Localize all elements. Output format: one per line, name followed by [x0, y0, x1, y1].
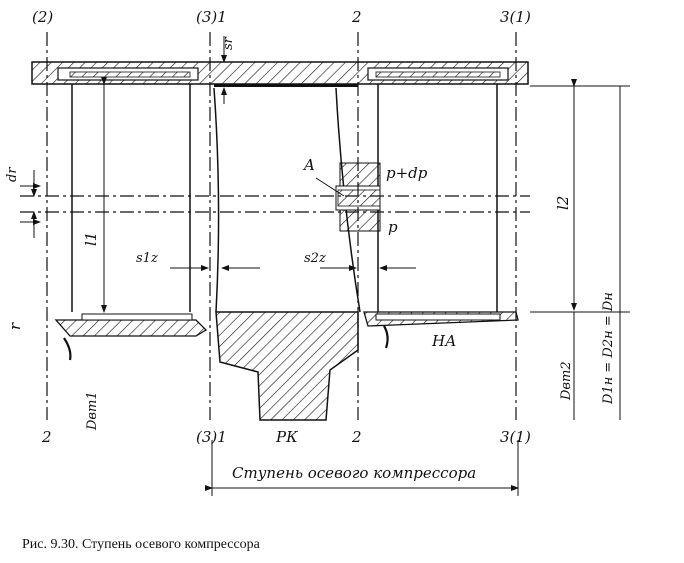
element-A	[315, 162, 381, 232]
label-l2: l2	[554, 196, 572, 210]
guide-vane-right	[377, 84, 498, 312]
label-sec-top-31r: 3(1)	[500, 8, 531, 26]
outer-casing	[31, 61, 529, 87]
label-sec-top-31: (3)1	[196, 8, 227, 26]
label-HA: НА	[431, 332, 456, 350]
label-sec-bot-31: (3)1	[196, 428, 227, 446]
label-s2z: s2z	[304, 251, 326, 266]
label-sr: sr	[221, 36, 236, 50]
label-A: A	[302, 156, 315, 174]
label-PK: РК	[275, 428, 298, 446]
label-sec-top-2: 2	[351, 8, 362, 26]
figure-caption: Рис. 9.30. Ступень осевого компрессора	[22, 537, 260, 552]
label-sec-bot-2: 2	[351, 428, 362, 446]
label-D-vt2: Dвт2	[559, 361, 574, 401]
label-l1: l1	[82, 232, 100, 246]
guide-vane-left	[71, 84, 191, 312]
label-sec-top-left: (2)	[32, 8, 53, 26]
label-D-vt1: Dвт1	[85, 391, 100, 431]
label-p-dp: p+dp	[386, 164, 428, 182]
inner-shroud-right	[363, 311, 519, 349]
label-r: r	[6, 322, 24, 330]
label-dr: dr	[5, 167, 20, 182]
label-p: p	[388, 218, 398, 236]
label-sec-bot-left: 2	[41, 428, 52, 446]
dimension-lines	[20, 36, 630, 496]
inner-shroud-left	[54, 313, 208, 361]
label-sec-bot-31r: 3(1)	[500, 428, 531, 446]
rotor-disk	[215, 311, 359, 421]
label-D-h: D1н = D2н = Dн	[601, 292, 616, 405]
label-s1z: s1z	[136, 251, 158, 266]
label-stage: Ступень осевого компрессора	[232, 464, 476, 482]
